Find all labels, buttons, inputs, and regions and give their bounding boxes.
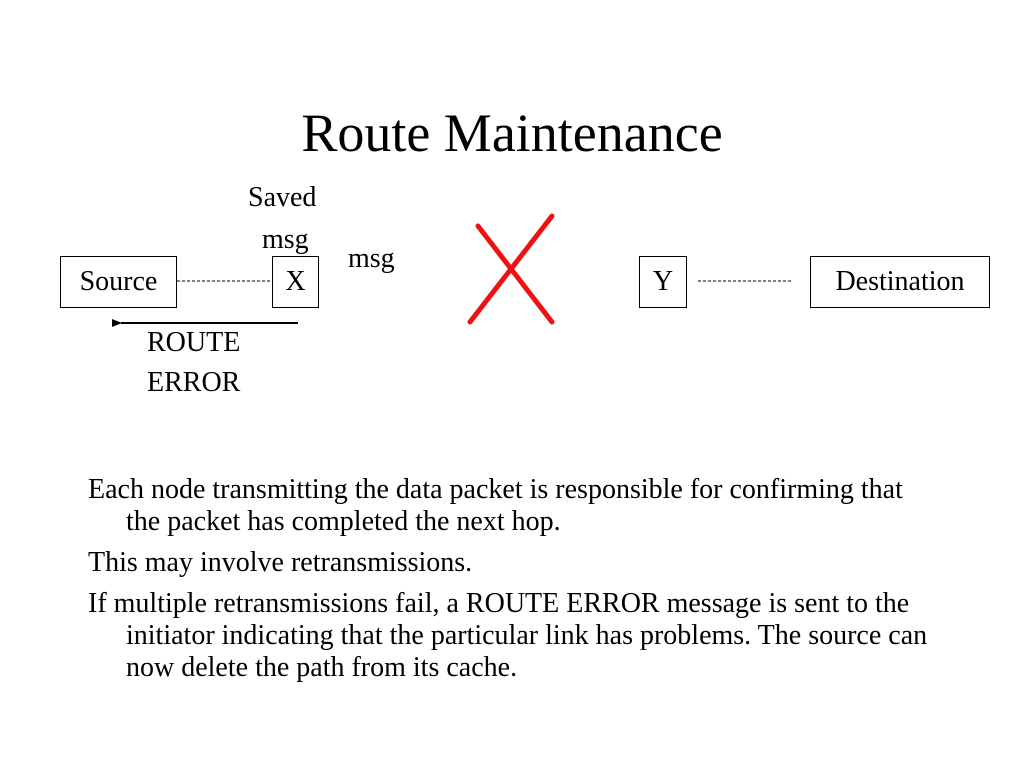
msg-label: msg [348,243,395,274]
bullet-item: Each node transmitting the data packet i… [88,474,903,537]
node-y: Y [639,256,687,308]
node-destination: Destination [810,256,990,308]
broken-link-stroke-1 [475,223,555,325]
saved-msg-label-line2: msg [262,224,309,255]
bullet-item: If multiple retransmissions fail, a ROUT… [88,588,928,683]
slide-title: Route Maintenance [301,103,723,163]
saved-msg-label-line1: Saved [248,182,317,213]
node-x: X [272,256,319,308]
bullet-item: This may involve retransmissions. [88,547,473,578]
broken-link-stroke-2 [467,213,555,325]
route-error-label-line1: ROUTE [147,327,241,358]
bullet-list: Each node transmitting the data packet i… [88,474,938,693]
route-error-label-line2: ERROR [147,367,241,398]
broken-link-cross [467,213,555,325]
node-source: Source [60,256,177,308]
